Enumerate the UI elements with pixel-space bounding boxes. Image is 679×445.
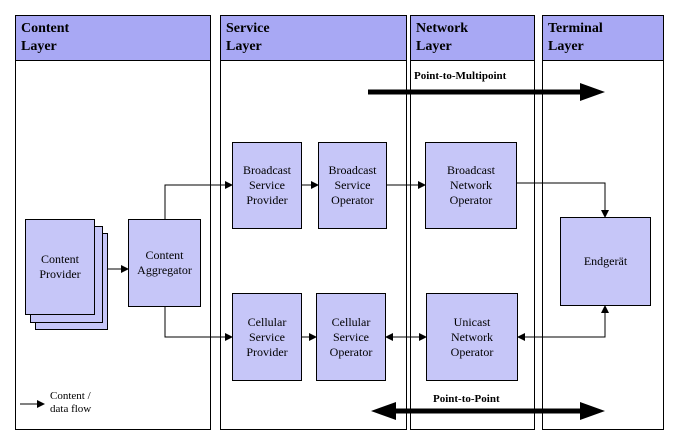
content-provider-box: Content Provider: [25, 219, 95, 315]
aggregator-to-broadcast-arrow: [164, 181, 233, 219]
unicast-network-operator-label: Unicast Network Operator: [450, 314, 494, 359]
service-layer-title: Service Layer: [226, 21, 270, 54]
broadcast-network-operator-label: Broadcast Network Operator: [447, 163, 495, 207]
endgeraet-label: Endgerät: [583, 254, 628, 268]
endgeraet-box: Endgerät: [560, 217, 651, 306]
uno-to-endgeraet-arrow: [517, 305, 609, 341]
content-aggregator-label: Content Aggregator: [137, 248, 192, 277]
point-to-point-label: Point-to-Point: [433, 393, 500, 405]
content-layer-header: Content Layer: [16, 16, 210, 61]
content-aggregator-box: Content Aggregator: [128, 219, 201, 307]
broadcast-service-operator-label: Broadcast Service Operator: [328, 163, 377, 207]
content-provider-label: Content Provider: [39, 252, 81, 281]
network-layer-header: Network Layer: [411, 16, 534, 61]
legend-label: Content / data flow: [50, 390, 92, 415]
unicast-network-operator-box: Unicast Network Operator: [426, 293, 518, 381]
broadcast-service-provider-label: Broadcast Service Provider: [243, 163, 291, 207]
cellular-service-operator-label: Cellular Service Operator: [329, 314, 373, 359]
broadcast-network-operator-box: Broadcast Network Operator: [425, 142, 517, 229]
point-to-multipoint-label: Point-to-Multipoint: [414, 70, 507, 82]
terminal-layer-header: Terminal Layer: [543, 16, 663, 61]
aggregator-to-cellular-arrow: [164, 307, 233, 341]
service-layer-header: Service Layer: [221, 16, 406, 61]
cellular-service-provider-box: Cellular Service Provider: [232, 293, 302, 381]
cellular-service-provider-label: Cellular Service Provider: [246, 314, 288, 359]
network-layer-title: Network Layer: [416, 21, 469, 54]
cellular-service-operator-box: Cellular Service Operator: [316, 293, 386, 381]
terminal-layer-title: Terminal Layer: [548, 21, 603, 54]
point-to-point-arrow: [371, 402, 605, 420]
broadcast-service-provider-box: Broadcast Service Provider: [232, 142, 302, 229]
bno-to-endgeraet-arrow: [517, 182, 609, 218]
broadcast-service-operator-box: Broadcast Service Operator: [318, 142, 387, 229]
point-to-multipoint-arrow: [368, 83, 605, 101]
content-layer-title: Content Layer: [21, 21, 70, 54]
